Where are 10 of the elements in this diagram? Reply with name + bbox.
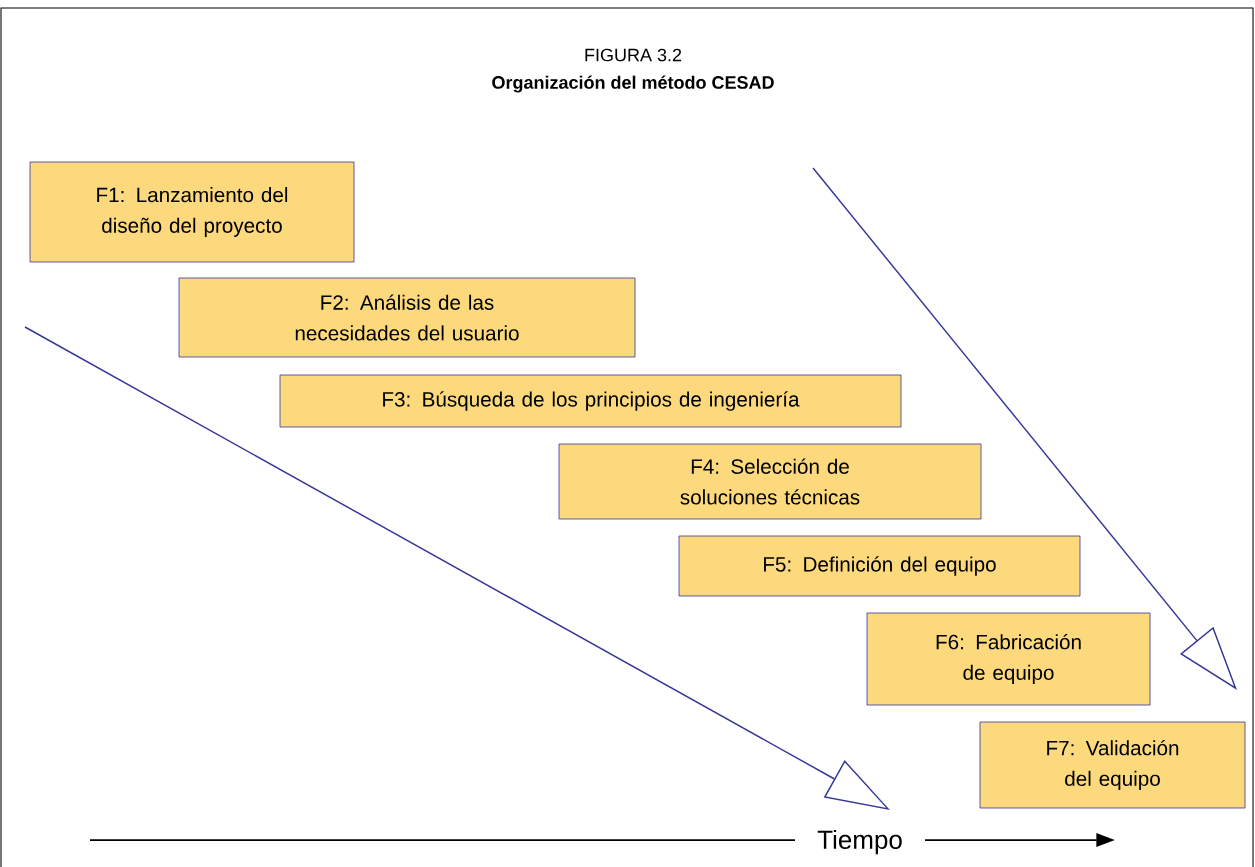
axis-label: Tiempo — [817, 829, 902, 855]
figure-number: FIGURA 3.2 — [585, 48, 682, 62]
title: Organización del método CESAD — [492, 75, 774, 93]
phase-box: F6: Fabricación de equipo — [866, 612, 1151, 706]
phase-box: F2: Análisis de las necesidades del usuario — [178, 277, 636, 358]
phase-box: F3: Búsqueda de los principios de ingeniería — [279, 374, 902, 428]
phase-box: F1: Lanzamiento del diseño del proyecto — [29, 161, 355, 263]
phase-box: F7: Validación del equipo — [979, 721, 1246, 809]
phase-box: F5: Definición del equipo — [678, 535, 1081, 597]
phase-box: F4: Selección de soluciones técnicas — [558, 443, 982, 520]
